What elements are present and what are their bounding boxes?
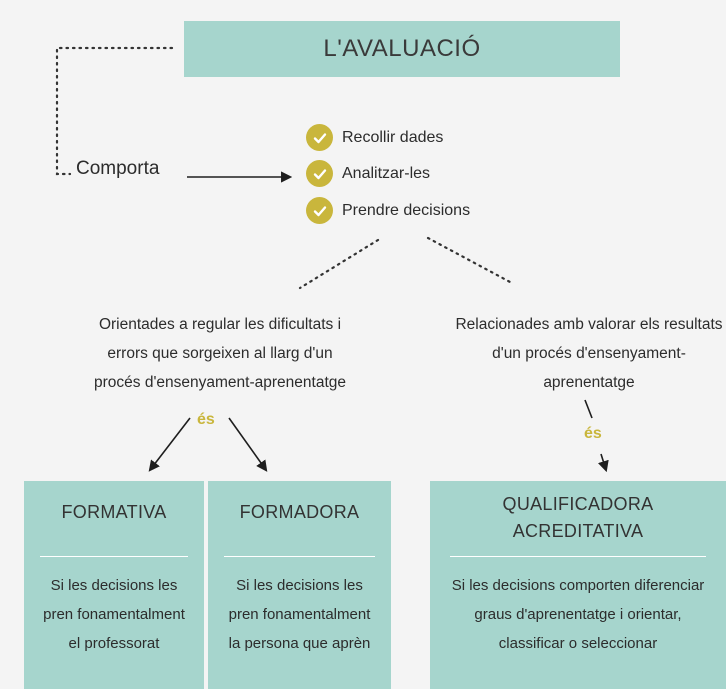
es-label-left: és bbox=[197, 411, 215, 428]
arrow-to-formadora bbox=[228, 417, 268, 472]
card-divider bbox=[450, 556, 706, 557]
check-circle-icon bbox=[306, 160, 333, 187]
card-formadora: FORMADORA Si les decisions les pren fona… bbox=[208, 481, 391, 689]
card-body: Si les decisions les pren fonamentalment… bbox=[43, 577, 185, 652]
action-item: Recollir dades bbox=[306, 124, 443, 151]
page-title: L'AVALUACIÓ bbox=[323, 35, 481, 62]
card-qualificadora: QUALIFICADORA ACREDITATIVA Si les decisi… bbox=[430, 481, 726, 689]
dotted-left-branch bbox=[298, 238, 380, 290]
dotted-bracket-line bbox=[55, 46, 174, 176]
title-box: L'AVALUACIÓ bbox=[184, 21, 620, 77]
card-formativa: FORMATIVA Si les decisions les pren fona… bbox=[24, 481, 204, 689]
action-label: Analitzar-les bbox=[342, 164, 431, 182]
card-divider bbox=[224, 556, 375, 557]
arrow-to-formativa bbox=[148, 417, 191, 472]
card-divider bbox=[40, 556, 188, 557]
dotted-right-branch bbox=[426, 236, 512, 284]
check-circle-icon bbox=[306, 197, 333, 224]
action-label: Recollir dades bbox=[342, 128, 444, 146]
card-title: FORMATIVA bbox=[61, 502, 167, 522]
card-title: FORMADORA bbox=[239, 502, 360, 522]
card-title: QUALIFICADORA bbox=[502, 494, 654, 514]
action-item: Prendre decisions bbox=[306, 197, 470, 224]
card-body: Si les decisions comporten diferenciar g… bbox=[451, 577, 705, 652]
card-body: Si les decisions les pren fonamentalment… bbox=[228, 577, 371, 652]
check-circle-icon bbox=[306, 124, 333, 151]
action-label: Prendre decisions bbox=[342, 201, 471, 219]
right-branch-line bbox=[584, 399, 593, 419]
action-item: Analitzar-les bbox=[306, 160, 430, 187]
left-description: Orientades a regular les dificultats i e… bbox=[94, 316, 346, 391]
arrow-to-qualificadora bbox=[597, 453, 609, 473]
right-description: Relacionades amb valorar els resultats d… bbox=[455, 316, 723, 391]
es-label-right: és bbox=[584, 425, 602, 442]
comporta-label: Comporta bbox=[76, 158, 160, 179]
card-title: ACREDITATIVA bbox=[512, 521, 644, 541]
